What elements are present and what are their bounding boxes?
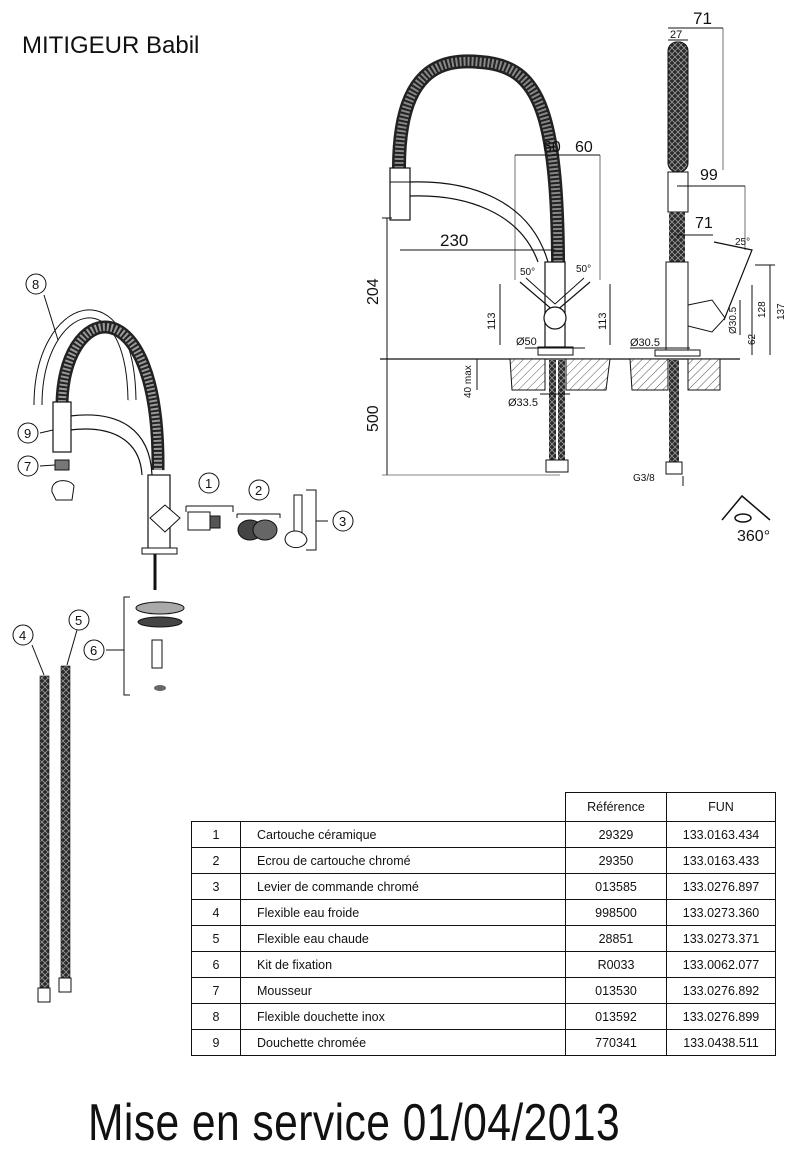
svg-text:6: 6 <box>90 643 97 658</box>
cell-desc: Douchette chromée <box>240 1029 566 1056</box>
dim-71-top: 71 <box>693 9 712 28</box>
header-reference: Référence <box>565 792 667 822</box>
cell-ref: 29350 <box>565 847 667 874</box>
dim-113-right: 113 <box>597 312 609 330</box>
exploded-view: 1 2 3 4 5 6 7 8 9 <box>12 273 354 1003</box>
cell-ref: R0033 <box>565 951 667 978</box>
dim-230: 230 <box>440 231 468 250</box>
callout-3: 3 <box>332 510 354 532</box>
callout-7: 7 <box>17 455 39 477</box>
cell-num: 3 <box>191 873 241 900</box>
cell-desc: Kit de fixation <box>240 951 566 978</box>
cell-desc: Levier de commande chromé <box>240 873 566 900</box>
cell-ref: 770341 <box>565 1029 667 1056</box>
angle-50-right: 50° <box>576 264 591 275</box>
callout-4: 4 <box>12 624 34 646</box>
cell-fun: 133.0273.371 <box>666 925 776 952</box>
side-view: 71 27 99 71 25° Ø30.5 62 128 137 Ø30.5 G… <box>629 9 787 545</box>
cell-ref: 998500 <box>565 899 667 926</box>
cell-ref: 013530 <box>565 977 667 1004</box>
cell-fun: 133.0273.360 <box>666 899 776 926</box>
dim-99: 99 <box>700 167 718 184</box>
cell-num: 1 <box>191 821 241 848</box>
callout-2: 2 <box>248 479 270 501</box>
cell-fun: 133.0438.511 <box>666 1029 776 1056</box>
cell-ref: 28851 <box>565 925 667 952</box>
dim-27: 27 <box>670 29 682 41</box>
cell-num: 6 <box>191 951 241 978</box>
cell-num: 5 <box>191 925 241 952</box>
dim-128: 128 <box>757 301 768 318</box>
callout-9: 9 <box>17 422 39 444</box>
cell-desc: Ecrou de cartouche chromé <box>240 847 566 874</box>
cell-fun: 133.0163.433 <box>666 847 776 874</box>
svg-text:1: 1 <box>205 476 212 491</box>
cell-desc: Cartouche céramique <box>240 821 566 848</box>
page-title: MITIGEUR Babil <box>22 32 200 59</box>
svg-text:2: 2 <box>255 483 262 498</box>
dim-60-left: 60 <box>543 139 561 156</box>
cell-fun: 133.0276.899 <box>666 1003 776 1030</box>
dim-500: 500 <box>365 405 382 432</box>
svg-text:5: 5 <box>75 613 82 628</box>
dim-40max: 40 max <box>463 365 474 398</box>
cell-ref: 013592 <box>565 1003 667 1030</box>
angle-50-left: 50° <box>520 267 535 278</box>
svg-text:3: 3 <box>339 514 346 529</box>
dim-204: 204 <box>365 278 382 305</box>
dim-dia50: Ø50 <box>516 336 537 348</box>
cell-desc: Flexible eau chaude <box>240 925 566 952</box>
dim-71-mid: 71 <box>695 215 713 232</box>
svg-text:8: 8 <box>32 277 39 292</box>
cell-ref: 29329 <box>565 821 667 848</box>
cell-num: 9 <box>191 1029 241 1056</box>
cell-num: 4 <box>191 899 241 926</box>
service-date: Mise en service 01/04/2013 <box>88 1094 621 1152</box>
cell-desc: Flexible douchette inox <box>240 1003 566 1030</box>
callout-5: 5 <box>68 609 90 631</box>
svg-text:7: 7 <box>24 459 31 474</box>
callout-1: 1 <box>198 472 220 494</box>
dim-60-right: 60 <box>575 139 593 156</box>
cell-fun: 133.0163.434 <box>666 821 776 848</box>
rotation-label: 360° <box>737 528 770 545</box>
table-header: Référence FUN <box>192 792 776 822</box>
dim-dia30-5-base: Ø30.5 <box>630 337 660 349</box>
header-fun: FUN <box>666 792 776 822</box>
callout-8: 8 <box>25 273 47 295</box>
cell-ref: 013585 <box>565 873 667 900</box>
dim-62: 62 <box>747 333 758 345</box>
cell-num: 7 <box>191 977 241 1004</box>
cell-num: 2 <box>191 847 241 874</box>
dim-113-left: 113 <box>486 312 498 330</box>
callout-6: 6 <box>83 639 105 661</box>
dim-dia30-5-side: Ø30.5 <box>728 306 739 334</box>
cell-fun: 133.0062.077 <box>666 951 776 978</box>
cell-desc: Mousseur <box>240 977 566 1004</box>
cell-desc: Flexible eau froide <box>240 899 566 926</box>
cell-fun: 133.0276.897 <box>666 873 776 900</box>
dim-137: 137 <box>776 303 787 320</box>
svg-text:9: 9 <box>24 426 31 441</box>
rotation-icon <box>721 494 771 521</box>
svg-text:4: 4 <box>19 628 26 643</box>
cell-fun: 133.0276.892 <box>666 977 776 1004</box>
dim-dia33-5: Ø33.5 <box>508 397 538 409</box>
angle-25: 25° <box>735 237 750 248</box>
dim-g3-8: G3/8 <box>633 473 655 484</box>
front-view: 60 60 230 50° 50° 204 113 113 Ø50 40 max… <box>365 54 740 476</box>
cell-num: 8 <box>191 1003 241 1030</box>
